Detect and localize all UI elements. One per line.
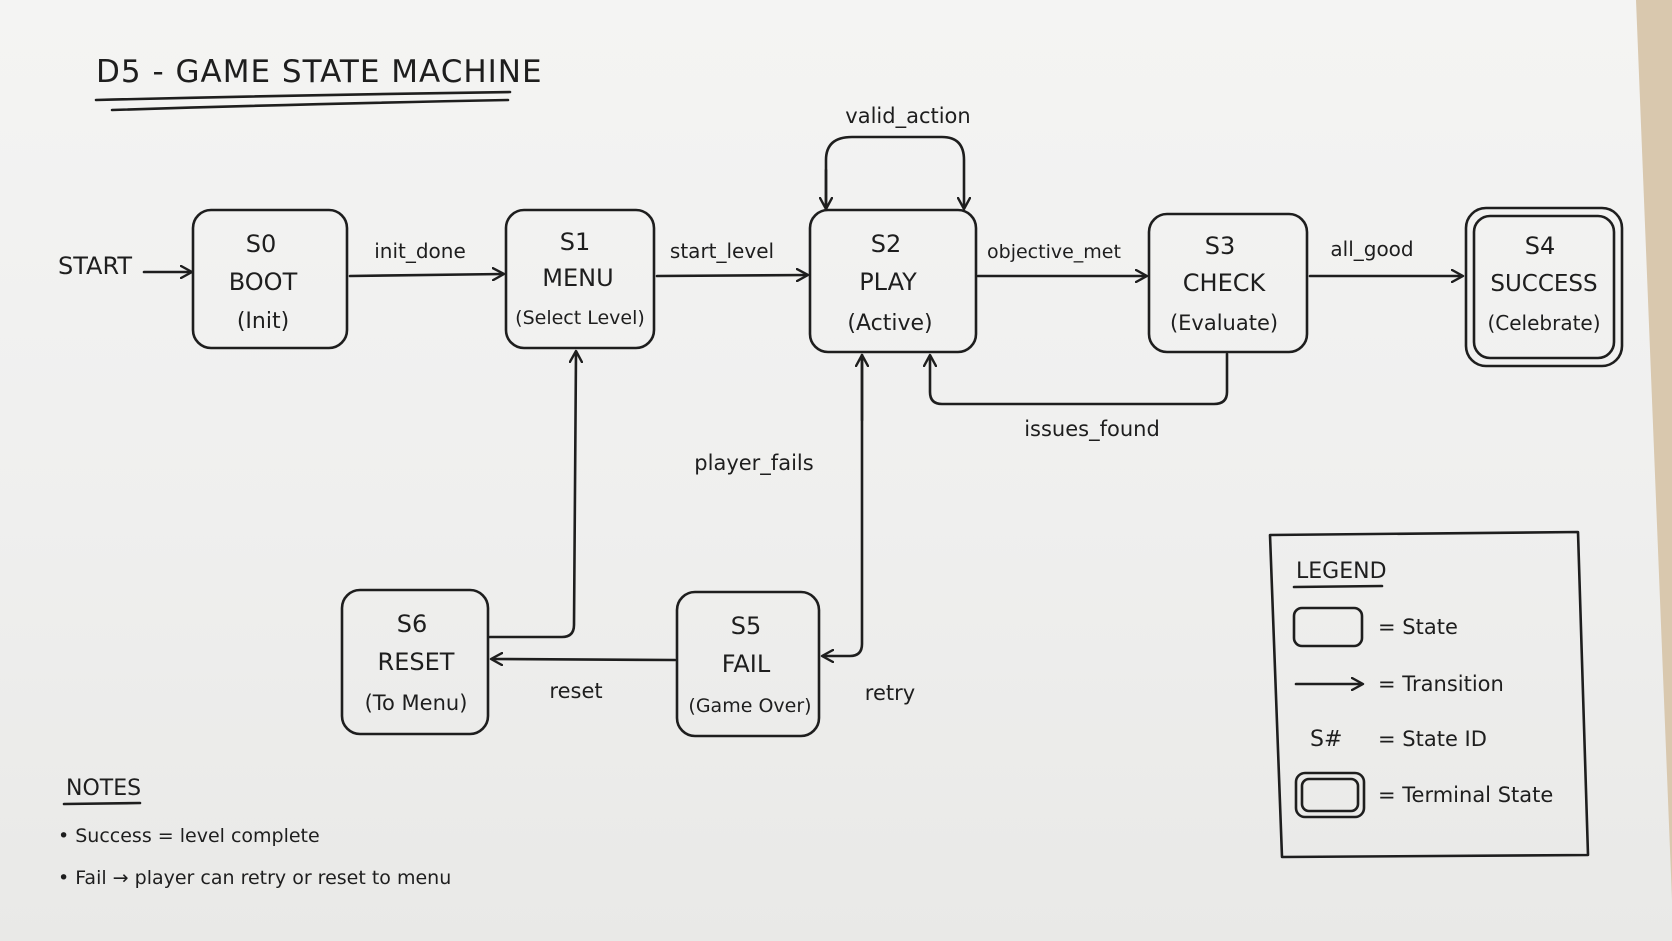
- state-desc: (Active): [847, 311, 932, 336]
- state-id: S3: [1205, 232, 1236, 260]
- state-box: [1147, 212, 1309, 354]
- state-box: [191, 208, 349, 350]
- state-s6-reset[interactable]: S6 RESET (To Menu): [340, 588, 490, 736]
- transition-reset-to-menu: [488, 352, 576, 639]
- state-name: PLAY: [859, 268, 917, 296]
- title-underline: [94, 90, 512, 102]
- state-desc: (Select Level): [515, 307, 645, 329]
- state-inner-box: [1472, 214, 1616, 360]
- legend-transition-text: = Transition: [1378, 672, 1504, 696]
- state-desc: (Init): [237, 309, 289, 334]
- state-s5-fail[interactable]: S5 FAIL (Game Over): [675, 590, 821, 738]
- transition-label: player_fails: [694, 451, 813, 476]
- state-s1-menu[interactable]: S1 MENU (Select Level): [504, 208, 656, 350]
- state-name: BOOT: [229, 268, 298, 296]
- transition-init-done: init_done: [348, 239, 503, 276]
- transition-all-good: all_good: [1308, 237, 1462, 276]
- transition-label: retry: [865, 681, 915, 705]
- state-id: S2: [871, 230, 902, 258]
- state-name: FAIL: [722, 650, 771, 678]
- state-outer-box: [1464, 206, 1624, 368]
- notes-title: NOTES: [66, 776, 141, 801]
- state-desc: (Celebrate): [1487, 311, 1600, 335]
- legend: LEGEND = State = Transition S# = State I…: [1268, 530, 1590, 859]
- transition-reset: reset: [492, 659, 677, 703]
- transition-start-level: start_level: [655, 239, 807, 276]
- transition-objective-met: objective_met: [976, 241, 1146, 276]
- transition-label: valid_action: [845, 104, 970, 129]
- notes-title-underline: [62, 801, 142, 806]
- state-name: SUCCESS: [1490, 271, 1597, 297]
- diagram-title: D5 - GAME STATE MACHINE: [96, 54, 543, 90]
- legend-terminal-outer: [1294, 771, 1366, 819]
- legend-title-underline: [1292, 584, 1384, 589]
- legend-state-text: = State: [1378, 615, 1458, 639]
- legend-frame: [1268, 530, 1590, 859]
- transition-label: init_done: [374, 239, 466, 263]
- state-box: [675, 590, 821, 738]
- transition-label: start_level: [670, 239, 774, 263]
- state-name: RESET: [378, 648, 455, 676]
- state-box: [504, 208, 656, 350]
- legend-title: LEGEND: [1296, 559, 1387, 584]
- state-s0-boot[interactable]: S0 BOOT (Init): [191, 208, 349, 350]
- state-name: MENU: [542, 264, 613, 292]
- transition-issues-found: issues_found: [930, 352, 1229, 442]
- state-id: S0: [246, 230, 277, 258]
- state-desc: (Game Over): [688, 695, 811, 717]
- legend-terminal-inner: [1300, 777, 1360, 813]
- note-item: • Fail → player can retry or reset to me…: [58, 867, 451, 889]
- transition-label: reset: [549, 679, 602, 703]
- start-label: START: [58, 252, 132, 280]
- notes: NOTES • Success = level complete • Fail …: [58, 776, 451, 889]
- state-id: S5: [731, 612, 762, 640]
- legend-state-id-symbol: S#: [1310, 727, 1342, 752]
- transition-player-fails: player_fails: [694, 353, 862, 656]
- title-underline-2: [110, 98, 510, 112]
- transition-label: all_good: [1330, 237, 1413, 261]
- state-id: S4: [1525, 232, 1556, 260]
- state-box: [340, 588, 490, 736]
- transition-label: objective_met: [987, 241, 1121, 263]
- transition-valid-action: valid_action: [826, 104, 971, 208]
- legend-state-id-text: = State ID: [1378, 727, 1487, 751]
- state-name: CHECK: [1183, 269, 1267, 297]
- state-desc: (To Menu): [365, 691, 468, 715]
- state-s2-play[interactable]: S2 PLAY (Active): [808, 208, 978, 354]
- state-id: S1: [560, 228, 591, 256]
- state-box: [808, 208, 978, 354]
- transition-label: issues_found: [1024, 417, 1160, 442]
- transition-retry: retry: [865, 681, 915, 705]
- legend-terminal-text: = Terminal State: [1378, 783, 1553, 807]
- state-s4-success[interactable]: S4 SUCCESS (Celebrate): [1464, 206, 1624, 368]
- state-id: S6: [397, 610, 428, 638]
- state-s3-check[interactable]: S3 CHECK (Evaluate): [1147, 212, 1309, 354]
- legend-state-symbol: [1292, 606, 1364, 648]
- note-item: • Success = level complete: [58, 825, 320, 847]
- state-desc: (Evaluate): [1170, 311, 1278, 335]
